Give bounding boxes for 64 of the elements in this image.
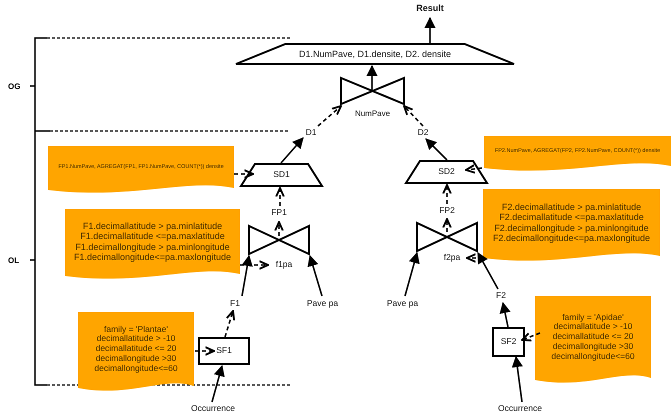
relation-label: Occurrence [191, 404, 235, 414]
relation-label: D2 [418, 128, 428, 138]
relation-label: Pave pa [306, 298, 338, 308]
condition-text: decimallatitude <= 20 [96, 344, 176, 354]
node-label: SD1 [273, 170, 290, 180]
relation-label: F2 [496, 290, 506, 300]
condition-text: decimallongitude >30 [96, 354, 176, 364]
level-label: OL [8, 256, 20, 265]
arrow [366, 64, 378, 90]
condition-text: decimallatitude > -10 [554, 322, 632, 332]
node-label: D1.NumPave, D1.densite, D2. densite [298, 48, 452, 60]
arrow [280, 137, 304, 164]
condition-text: F2.decimallatitude <=pa.maxlatitude [499, 212, 644, 222]
condition-text: decimallongitude<=60 [551, 352, 635, 362]
arrow [275, 187, 285, 206]
relation-label: FP2 [439, 206, 455, 216]
arrow [521, 332, 540, 342]
arrow [211, 364, 225, 402]
arrow [241, 254, 253, 296]
condition-text: F1.decimallongitude > pa.minlongitude [75, 242, 230, 252]
arrow [425, 138, 448, 161]
relation-label: Occurrence [498, 404, 542, 414]
arrow [403, 105, 424, 127]
arrow [442, 218, 452, 232]
node-label: SD2 [438, 167, 455, 177]
condition-text: F2.decimallongitude<=pa.maxlongitude [492, 232, 650, 244]
arrow [224, 310, 236, 338]
relation-label: D1 [306, 128, 316, 138]
relation-label: F1 [230, 298, 240, 308]
relation-label: Result [416, 2, 444, 14]
node-label: SF2 [500, 337, 516, 347]
arrow [308, 254, 323, 296]
condition-text: decimallongitude >30 [552, 342, 634, 352]
arrow [317, 105, 342, 127]
arrow [500, 302, 511, 328]
condition-text: F2.decimallatitude > pa.minlatitude [502, 202, 642, 212]
arrow [477, 252, 499, 290]
arrow [404, 252, 420, 296]
condition-text: F1.decimallongitude<=pa.maxlongitude [74, 252, 232, 262]
relation-label: f1pa [276, 260, 292, 270]
condition-text: decimallongitude<=60 [94, 364, 178, 374]
arrow [512, 356, 523, 402]
arrow [442, 184, 452, 204]
process-box [492, 327, 525, 357]
arrow [195, 346, 215, 356]
relation-label: FP1 [271, 208, 287, 218]
condition-text: decimallatitude > -10 [96, 334, 176, 344]
relation-label: f2pa [444, 252, 460, 262]
process-box [198, 337, 250, 365]
level-label: OG [8, 82, 20, 91]
arrow [465, 164, 482, 174]
condition-text: F1.decimallatitude > pa.minlatitude [82, 220, 222, 232]
condition-text: family = 'Plantae' [104, 324, 168, 334]
arrow [274, 221, 284, 236]
condition-text: F1.decimallatitude <=pa.maxlatitude [80, 231, 225, 242]
arrow [424, 16, 436, 43]
condition-text: family = 'Apidae' [562, 312, 624, 322]
condition-text: F2.decimallongitude > pa.minlongitude [494, 222, 649, 233]
node-caption: NumPave [354, 109, 390, 118]
arrow [240, 260, 269, 270]
arrow [234, 169, 254, 179]
node-label: SF1 [216, 346, 232, 356]
condition-text: decimallatitude <= 20 [552, 332, 634, 342]
relation-label: Pave pa [386, 298, 418, 308]
